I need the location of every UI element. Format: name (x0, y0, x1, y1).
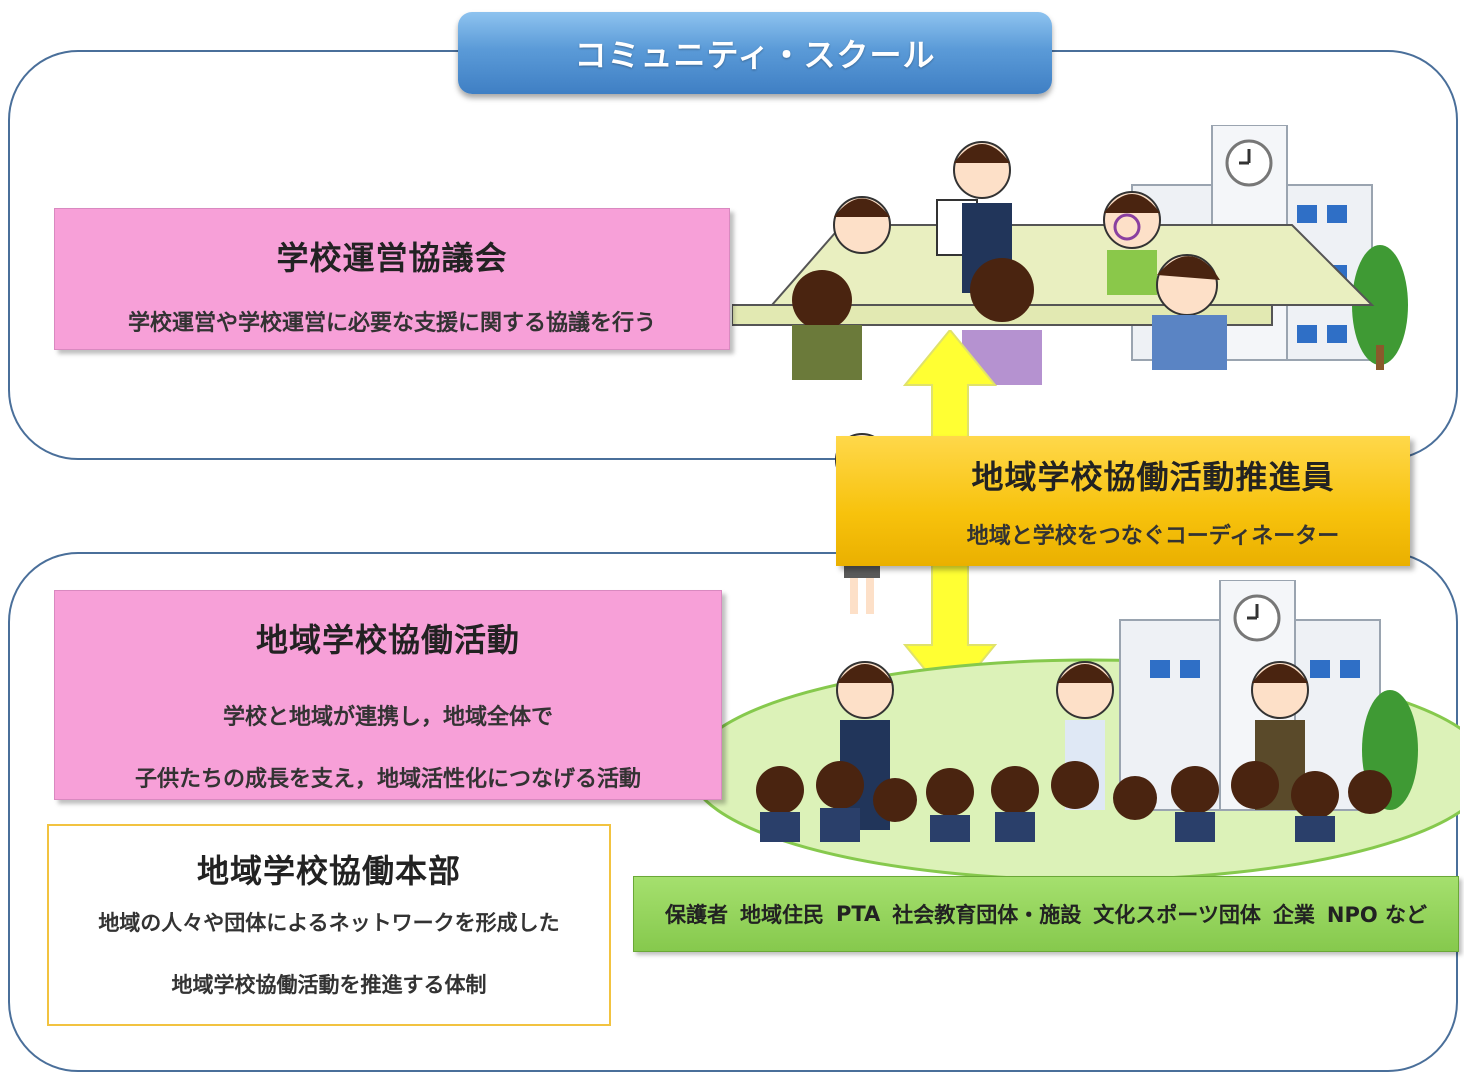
partner-item: NPO など (1326, 903, 1428, 927)
partner-item: 地域住民 (739, 903, 824, 927)
collaboration-activity-box: 地域学校協働活動 学校と地域が連携し，地域全体で 子供たちの成長を支え，地域活性… (54, 590, 722, 800)
community-event-illustration (688, 580, 1460, 880)
people-icon (756, 661, 1392, 842)
hq-title: 地域学校協働本部 (196, 852, 461, 890)
hq-description-line1: 地域の人々や団体によるネットワークを形成した (98, 911, 560, 935)
coordinator-title: 地域学校協働活動推進員 (971, 458, 1335, 496)
partner-item: 企業 (1272, 903, 1315, 927)
school-management-council-box: 学校運営協議会 学校運営や学校運営に必要な支援に関する協議を行う (54, 208, 730, 350)
school-meeting-illustration (732, 125, 1408, 385)
coordinator-box: 地域学校協働活動推進員 地域と学校をつなぐコーディネーター (836, 436, 1410, 566)
partner-item: 社会教育団体・施設 (892, 903, 1082, 927)
activity-description-line2: 子供たちの成長を支え，地域活性化につなげる活動 (134, 767, 641, 792)
coordinator-description: 地域と学校をつなぐコーディネーター (966, 524, 1340, 549)
partners-bar: 保護者 地域住民 PTA 社会教育団体・施設 文化スポーツ団体 企業 NPO な… (633, 876, 1459, 952)
collaboration-headquarters-box: 地域学校協働本部 地域の人々や団体によるネットワークを形成した 地域学校協働活動… (47, 824, 611, 1026)
partner-item: PTA (835, 902, 881, 926)
people-icon (792, 141, 1227, 385)
council-description: 学校運営や学校運営に必要な支援に関する協議を行う (127, 311, 656, 336)
hq-description-line2: 地域学校協働活動を推進する体制 (171, 973, 487, 997)
activity-title: 地域学校協働活動 (255, 621, 520, 659)
community-school-title: コミュニティ・スクール (458, 12, 1052, 94)
council-title: 学校運営協議会 (276, 239, 508, 277)
partner-item: 文化スポーツ団体 (1093, 903, 1261, 927)
partner-item: 保護者 (664, 903, 728, 927)
activity-description-line1: 学校と地域が連携し，地域全体で (222, 705, 553, 730)
